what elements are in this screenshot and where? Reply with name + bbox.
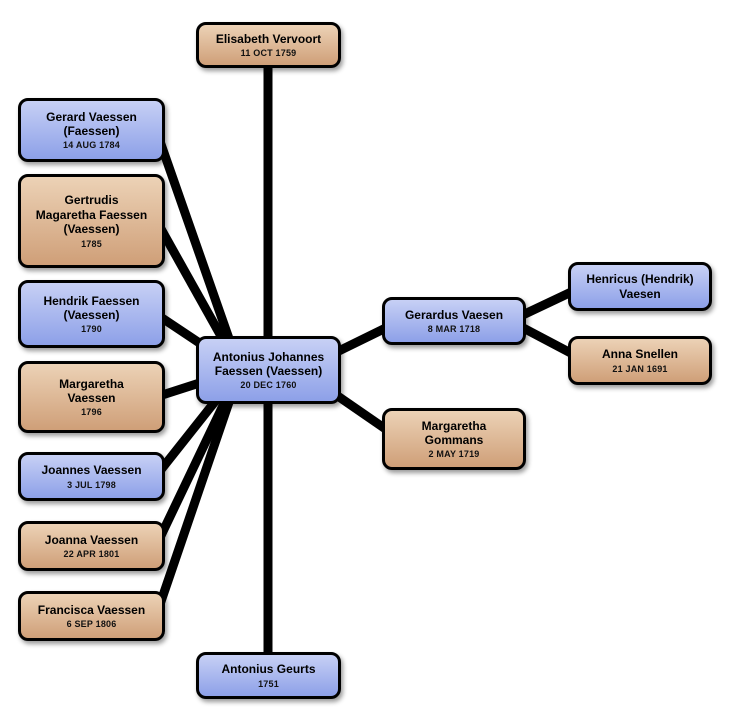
person-birthdate: 2 MAY 1719 (428, 449, 480, 460)
edge-child-gerard (151, 128, 245, 372)
person-birthdate: 20 DEC 1760 (240, 380, 297, 391)
person-antonius-geurts[interactable]: Antonius Geurts 1751 (196, 652, 341, 699)
person-gerard-vaessen[interactable]: Gerard Vaessen (Faessen) 14 AUG 1784 (18, 98, 165, 162)
person-birthdate: 14 AUG 1784 (63, 140, 120, 151)
person-name: Hendrik Faessen (Vaessen) (43, 293, 140, 322)
person-birthdate: 8 MAR 1718 (427, 324, 481, 335)
person-antonius-johannes-faessen[interactable]: Antonius Johannes Faessen (Vaessen) 20 D… (196, 336, 341, 404)
person-birthdate: 1790 (81, 324, 102, 335)
person-name: Anna Snellen (601, 347, 678, 362)
person-anna-snellen[interactable]: Anna Snellen 21 JAN 1691 (568, 336, 712, 385)
person-margaretha-vaessen[interactable]: Margaretha Vaessen 1796 (18, 361, 165, 433)
person-name: Margaretha Gommans (421, 418, 487, 447)
person-gertrudis-magaretha-faessen[interactable]: Gertrudis Magaretha Faessen (Vaessen) 17… (18, 174, 165, 268)
person-birthdate: 1751 (258, 678, 279, 689)
person-name: Margaretha Vaessen (59, 376, 124, 405)
person-name: Henricus (Hendrik) Vaesen (586, 272, 694, 301)
person-name: Antonius Geurts (221, 662, 316, 677)
person-birthdate: 22 APR 1801 (63, 549, 120, 560)
edge-child-francisca (151, 368, 245, 618)
person-elisabeth-vervoort[interactable]: Elisabeth Vervoort 11 OCT 1759 (196, 22, 341, 68)
person-birthdate: 6 SEP 1806 (66, 619, 117, 630)
person-birthdate: 11 OCT 1759 (240, 48, 297, 59)
person-name: Francisca Vaessen (37, 602, 146, 617)
person-francisca-vaessen[interactable]: Francisca Vaessen 6 SEP 1806 (18, 591, 165, 641)
person-margaretha-gommans[interactable]: Margaretha Gommans 2 MAY 1719 (382, 408, 526, 470)
person-name: Joannes Vaessen (41, 463, 142, 478)
person-hendrik-faessen[interactable]: Hendrik Faessen (Vaessen) 1790 (18, 280, 165, 348)
person-name: Gerard Vaessen (Faessen) (46, 109, 137, 138)
person-birthdate: 1785 (81, 238, 102, 249)
person-gerardus-vaesen[interactable]: Gerardus Vaesen 8 MAR 1718 (382, 297, 526, 345)
person-name: Joanna Vaessen (44, 532, 139, 547)
person-name: Gertrudis Magaretha Faessen (Vaessen) (35, 193, 148, 237)
person-name: Gerardus Vaesen (404, 307, 504, 322)
person-name: Antonius Johannes Faessen (Vaessen) (212, 349, 325, 378)
person-birthdate: 1796 (81, 407, 102, 418)
person-joanna-vaessen[interactable]: Joanna Vaessen 22 APR 1801 (18, 521, 165, 571)
person-joannes-vaessen[interactable]: Joannes Vaessen 3 JUL 1798 (18, 452, 165, 501)
person-name: Elisabeth Vervoort (215, 31, 322, 46)
person-henricus-hendrik-vaesen[interactable]: Henricus (Hendrik) Vaesen (568, 262, 712, 311)
person-birthdate: 3 JUL 1798 (67, 479, 116, 490)
person-birthdate: 21 JAN 1691 (612, 363, 668, 374)
